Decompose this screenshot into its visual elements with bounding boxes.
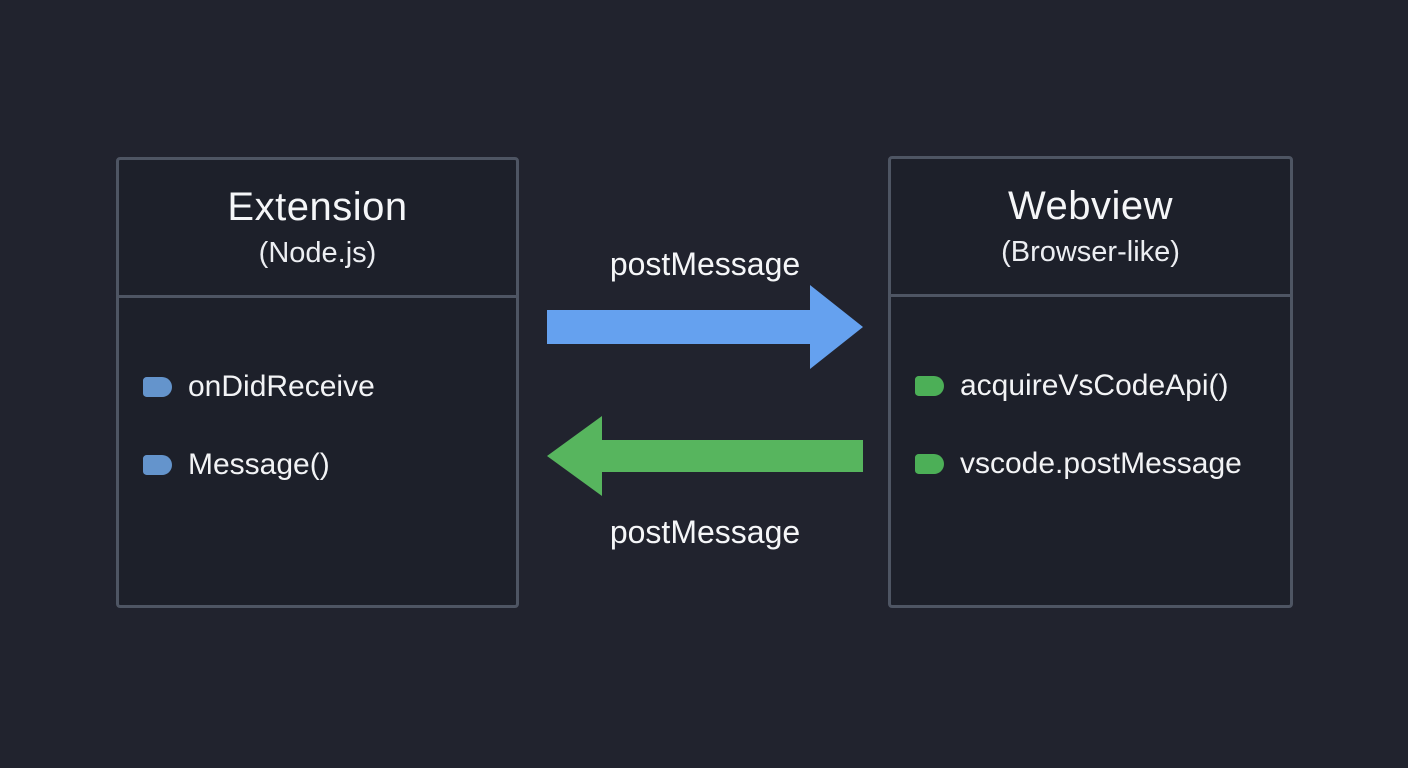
webview-title: Webview <box>1007 184 1174 228</box>
right-arrow-icon <box>547 285 863 369</box>
webview-item-postmessage: vscode.postMessage <box>915 446 1242 482</box>
extension-item-label: onDidReceive <box>188 370 375 403</box>
webview-subtitle: (Browser-like) <box>1001 236 1180 268</box>
extension-item-ondidreceive: onDidReceive <box>143 369 375 405</box>
extension-title: Extension <box>227 185 408 229</box>
extension-subtitle: (Node.js) <box>258 237 377 269</box>
green-tag-bullet-icon <box>915 454 944 474</box>
extension-item-message: Message() <box>143 447 330 483</box>
blue-tag-bullet-icon <box>143 377 172 397</box>
blue-tag-bullet-icon <box>143 455 172 475</box>
webview-item-label: vscode.postMessage <box>960 447 1242 480</box>
extension-box: Extension (Node.js) onDidReceive Message… <box>116 157 519 608</box>
left-arrow-shape <box>547 416 863 496</box>
postmessage-label-top: postMessage <box>609 246 801 282</box>
extension-item-label: Message() <box>188 448 330 481</box>
webview-box-header: Webview (Browser-like) <box>891 159 1290 297</box>
webview-item-label: acquireVsCodeApi() <box>960 369 1229 402</box>
green-tag-bullet-icon <box>915 376 944 396</box>
right-arrow-shape <box>547 285 863 369</box>
extension-box-header: Extension (Node.js) <box>119 160 516 298</box>
webview-box: Webview (Browser-like) acquireVsCodeApi(… <box>888 156 1293 608</box>
postmessage-label-bottom: postMessage <box>609 514 801 550</box>
webview-item-acquirevscodeapi: acquireVsCodeApi() <box>915 368 1228 404</box>
left-arrow-icon <box>547 416 863 496</box>
